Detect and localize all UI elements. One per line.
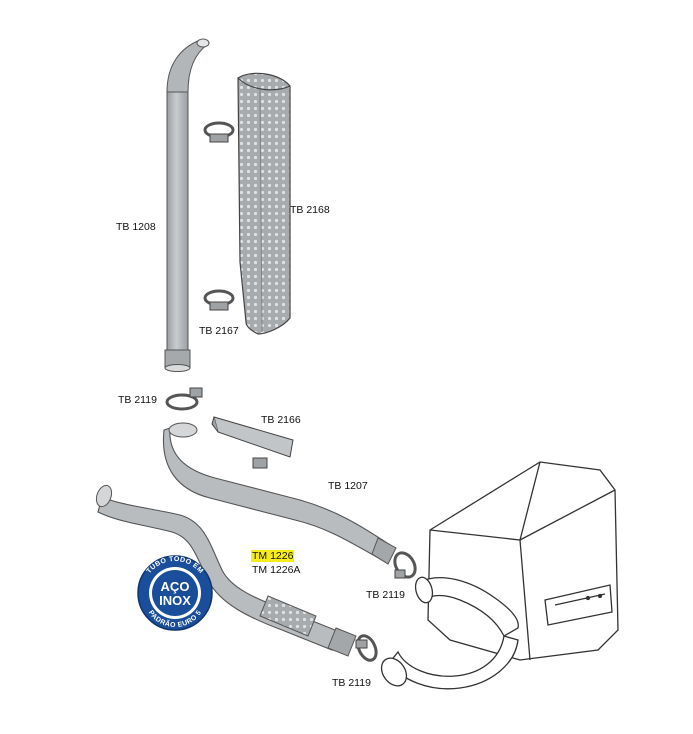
label-tb2119-mid: TB 2119 xyxy=(366,589,405,601)
elbow-pipe-tb1207 xyxy=(162,422,397,565)
label-tb2168: TB 2168 xyxy=(290,204,330,216)
heat-shield-tb2168 xyxy=(237,72,291,335)
badge-line2: INOX xyxy=(159,593,191,608)
label-tm1226: TM 1226 xyxy=(251,550,295,562)
clamp-tb2167-upper xyxy=(203,121,235,143)
label-tb2119-top: TB 2119 xyxy=(118,394,157,406)
label-tm1226a: TM 1226A xyxy=(252,564,301,576)
aco-inox-badge: TUBO TODO EM PADRÃO EURO 5 AÇO INOX xyxy=(137,555,213,631)
clamp-tb2119-mid xyxy=(393,551,417,579)
label-tb1208: TB 1208 xyxy=(116,221,156,233)
clamp-tb2119-top xyxy=(165,387,203,411)
flex-pipe-tm1226 xyxy=(95,484,357,657)
muffler xyxy=(380,461,619,690)
label-tb2119-bottom: TB 2119 xyxy=(332,677,371,689)
badge-line1: AÇO xyxy=(161,579,190,594)
label-tb2167: TB 2167 xyxy=(199,325,239,337)
stack-pipe-tb1208 xyxy=(164,38,210,372)
clamp-tb2167-lower xyxy=(203,289,235,311)
clamp-tb2119-bottom xyxy=(355,634,378,662)
label-tb2166: TB 2166 xyxy=(261,414,301,426)
label-tb1207: TB 1207 xyxy=(328,480,368,492)
bracket-tb2166 xyxy=(211,416,294,458)
